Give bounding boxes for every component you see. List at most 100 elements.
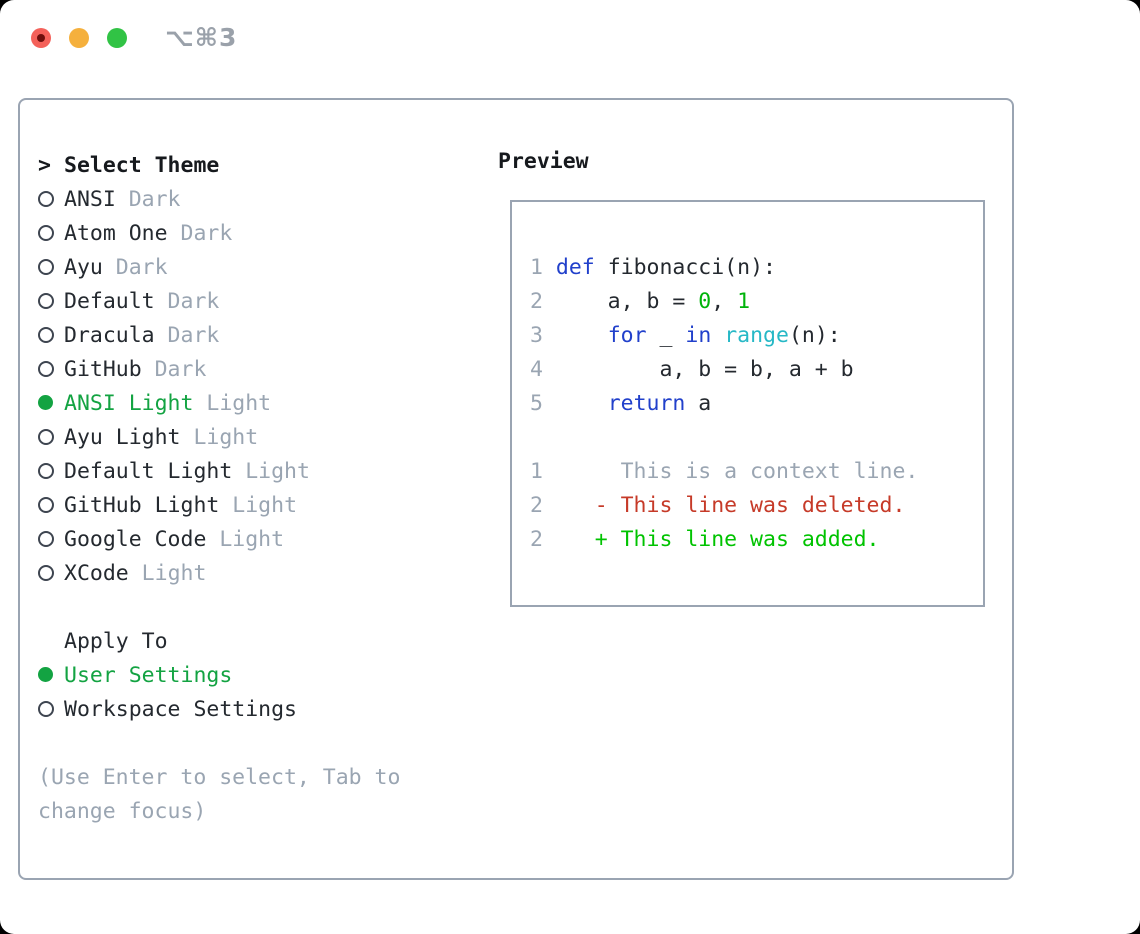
theme-name: Atom One: [64, 221, 168, 246]
token-kw: def: [555, 255, 595, 280]
theme-option-ansi-dark[interactable]: ANSI Dark: [38, 183, 400, 217]
theme-variant: Light: [128, 561, 207, 586]
theme-variant: Light: [193, 391, 272, 416]
theme-option-google-code-light[interactable]: Google Code Light: [38, 523, 400, 557]
apply-option-label: User Settings: [64, 663, 233, 688]
radio-selected-icon: [38, 667, 53, 682]
code-line: [530, 421, 983, 455]
apply-option-user-settings[interactable]: User Settings: [38, 659, 400, 693]
token-add: + This line was added.: [542, 527, 880, 552]
line-number: 5: [530, 391, 543, 416]
code-line: 5 return a: [530, 387, 983, 421]
select-theme-heading-label: Select Theme: [64, 153, 220, 178]
code-line: 3 for _ in range(n):: [530, 319, 983, 353]
line-number: 4: [530, 357, 543, 382]
apply-to-heading-label: Apply To: [64, 629, 168, 654]
window-title: ⌥⌘3: [165, 23, 238, 52]
hint-line-1: (Use Enter to select, Tab to: [38, 765, 401, 790]
line-number: 1: [530, 255, 543, 280]
spacer: [38, 591, 400, 625]
theme-option-default-dark[interactable]: Default Dark: [38, 285, 400, 319]
theme-variant: Light: [219, 493, 298, 518]
token-plain: a: [685, 391, 712, 416]
apply-option-workspace-settings[interactable]: Workspace Settings: [38, 693, 400, 727]
theme-variant: Dark: [102, 255, 168, 280]
apply-to-heading: Apply To: [38, 625, 400, 659]
theme-name: GitHub Light: [64, 493, 220, 518]
theme-variant: Dark: [115, 187, 181, 212]
close-dot-icon: [37, 34, 45, 42]
token-plain: (n):: [788, 323, 841, 348]
token-plain: fibonacci(n):: [594, 255, 776, 280]
token-lit: 1: [737, 289, 751, 314]
theme-name: GitHub: [64, 357, 142, 382]
hint-line-2: change focus): [38, 799, 207, 824]
token-plain: [711, 323, 724, 348]
radio-icon: [38, 700, 54, 717]
theme-option-ayu-light-light[interactable]: Ayu Light Light: [38, 421, 400, 455]
theme-name: ANSI Light: [64, 391, 194, 416]
theme-option-github-light-light[interactable]: GitHub Light Light: [38, 489, 400, 523]
theme-name: Ayu: [64, 255, 103, 280]
code-line: 4 a, b = b, a + b: [530, 353, 983, 387]
token-ctx: This is a context line.: [542, 459, 919, 484]
theme-option-ayu-dark[interactable]: Ayu Dark: [38, 251, 400, 285]
radio-icon: [38, 564, 54, 581]
radio-selected-icon: [38, 395, 53, 410]
theme-option-ansi-light-light[interactable]: ANSI Light Light: [38, 387, 400, 421]
theme-variant: Dark: [141, 357, 207, 382]
theme-variant: Light: [206, 527, 285, 552]
close-button[interactable]: [31, 28, 51, 48]
token-plain: [543, 255, 556, 280]
token-del: - This line was deleted.: [542, 493, 906, 518]
theme-name: XCode: [64, 561, 129, 586]
code-line: 1 def fibonacci(n):: [530, 251, 983, 285]
radio-icon: [38, 258, 54, 275]
token-fn: range: [724, 323, 789, 348]
theme-option-atom-one-dark[interactable]: Atom One Dark: [38, 217, 400, 251]
token-kw: in: [685, 323, 712, 348]
zoom-button[interactable]: [107, 28, 127, 48]
radio-icon: [38, 462, 54, 479]
radio-icon: [38, 496, 54, 513]
minimize-button[interactable]: [69, 28, 89, 48]
theme-variant: Dark: [167, 221, 233, 246]
radio-icon: [38, 360, 54, 377]
apply-option-label: Workspace Settings: [64, 697, 297, 722]
token-kw: for: [607, 323, 647, 348]
token-plain: a, b =: [542, 289, 699, 314]
theme-variant: Dark: [154, 289, 220, 314]
preview-heading: Preview: [498, 149, 589, 174]
theme-variant: Light: [180, 425, 259, 450]
radio-icon: [38, 190, 54, 207]
radio-icon: [38, 292, 54, 309]
code-line: 2 a, b = 0, 1: [530, 285, 983, 319]
token-plain: _: [646, 323, 686, 348]
token-plain: [543, 391, 608, 416]
theme-variant: Light: [232, 459, 310, 484]
radio-icon: [38, 428, 54, 445]
theme-name: Dracula: [64, 323, 155, 348]
spacer: [38, 727, 400, 761]
line-number: 3: [530, 323, 543, 348]
theme-variant: Dark: [154, 323, 220, 348]
token-lit: 0: [698, 289, 712, 314]
theme-option-default-light-light[interactable]: Default Light Light: [38, 455, 400, 489]
radio-icon: [38, 326, 54, 343]
theme-option-dracula-dark[interactable]: Dracula Dark: [38, 319, 400, 353]
theme-option-github-dark[interactable]: GitHub Dark: [38, 353, 400, 387]
code-line: 2 + This line was added.: [530, 523, 983, 557]
line-number: 1: [530, 459, 543, 484]
theme-name: Google Code: [64, 527, 207, 552]
token-plain: ,: [711, 289, 738, 314]
theme-name: ANSI: [64, 187, 116, 212]
line-number: 2: [530, 527, 543, 552]
code-line: 2 - This line was deleted.: [530, 489, 983, 523]
code-line: 1 This is a context line.: [530, 455, 983, 489]
theme-option-xcode-light[interactable]: XCode Light: [38, 557, 400, 591]
theme-name: Ayu Light: [64, 425, 181, 450]
